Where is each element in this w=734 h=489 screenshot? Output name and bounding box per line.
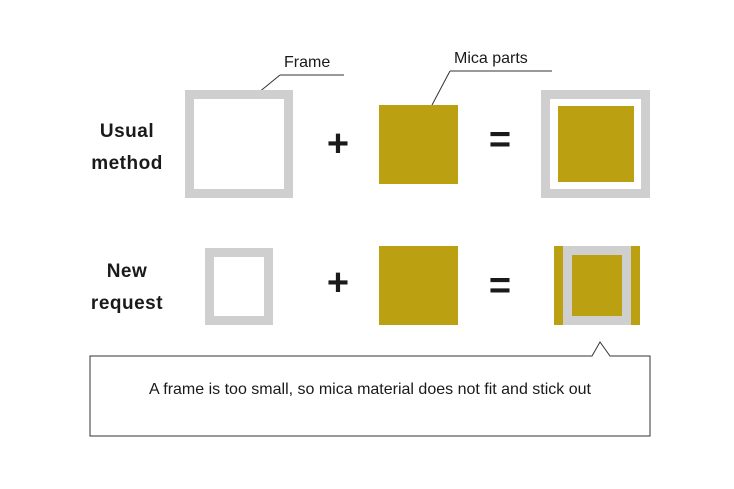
usual-result-mica: [558, 106, 634, 182]
new-frame: [205, 248, 273, 325]
new-mica-part: [379, 246, 458, 325]
new-equals-sign: =: [488, 265, 512, 307]
new-request-label: New request: [72, 256, 182, 320]
new-label-line1: New: [106, 261, 148, 282]
new-plus-sign: +: [326, 262, 350, 304]
usual-equals-sign: =: [488, 119, 512, 161]
note-bubble: [89, 341, 651, 437]
note-text: A frame is too small, so mica material d…: [149, 381, 591, 398]
usual-method-label: Usual method: [72, 116, 182, 180]
usual-plus-sign: +: [326, 123, 350, 165]
mica-parts-callout-label: Mica parts: [454, 50, 528, 67]
usual-frame: [185, 90, 293, 198]
usual-result-frame: [541, 90, 650, 198]
new-result-mica-inner: [572, 255, 622, 316]
frame-callout-label: Frame: [284, 54, 331, 71]
new-label-line2: request: [90, 293, 164, 314]
usual-label-line2: method: [91, 153, 163, 174]
new-result-frame: [563, 246, 631, 325]
usual-mica-part: [379, 105, 458, 184]
mica-callout-leader: [431, 70, 451, 106]
usual-label-line1: Usual: [99, 121, 155, 142]
